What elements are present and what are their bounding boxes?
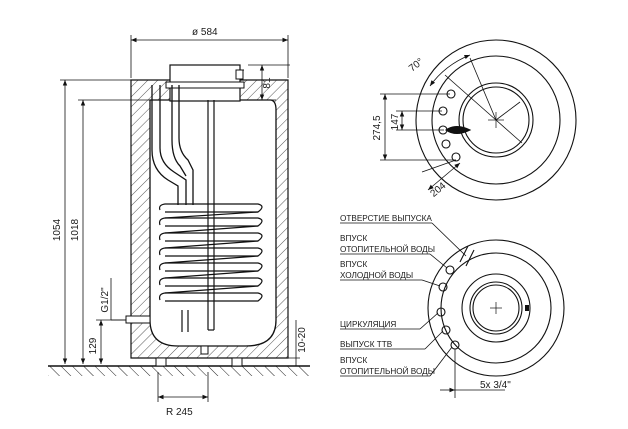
bottom-view-labels: ОТВЕРСТИЕ ВЫПУСКА ВПУСК ОТОПИТЕЛЬНОЙ ВОД…: [340, 214, 511, 391]
label-outlet: ОТВЕРСТИЕ ВЫПУСКА: [340, 214, 432, 223]
dim-spacing: 204: [428, 180, 448, 199]
label-cold-in-1: ВПУСК: [340, 260, 367, 269]
label-heating-in2-2: ОТОПИТЕЛЬНОЙ ВОДЫ: [340, 365, 435, 376]
label-hot-out: ВЫПУСК ТТВ: [340, 340, 393, 349]
ground: [48, 365, 310, 376]
dim-height-total: 1054: [52, 218, 63, 241]
dim-top-height: 81: [262, 77, 273, 89]
bottom-view-leaders: [340, 222, 505, 398]
tank-shell: [149, 99, 277, 347]
side-view: [125, 64, 289, 367]
side-dimension-labels: ø 584 1054 1018 129 G1/2" 81 10-20 R 245: [52, 27, 308, 418]
label-heating-in-2: ОТОПИТЕЛЬНОЙ ВОДЫ: [340, 243, 435, 254]
dim-feet: 10-20: [297, 327, 308, 353]
side-dimensions: [60, 35, 300, 402]
inlet-pipe-right: [171, 85, 187, 177]
dim-outer-height: 274,5: [372, 115, 383, 140]
top-view-dimensions: [380, 93, 461, 191]
foot-right: [231, 357, 243, 367]
dim-thread: G1/2": [100, 287, 111, 313]
top-view-labels: 70° 274,5 147 204: [372, 56, 449, 199]
dim-angle: 70°: [407, 56, 426, 74]
dim-bottom-fitting: 129: [88, 337, 99, 354]
label-cold-in-2: ХОЛОДНОЙ ВОДЫ: [340, 269, 413, 280]
heating-coil: [158, 203, 263, 302]
label-heating-in-1: ВПУСК: [340, 234, 367, 243]
bottom-view: [427, 239, 565, 377]
dim-height-inner: 1018: [70, 218, 81, 241]
top-view: [415, 39, 577, 201]
dim-diameter: ø 584: [192, 27, 218, 38]
label-heating-in2-1: ВПУСК: [340, 356, 367, 365]
foot-left: [155, 357, 167, 367]
inlet-pipe-left: [151, 85, 179, 205]
dim-connections: 5x 3/4": [480, 380, 511, 391]
dim-radius: R 245: [166, 407, 193, 418]
dim-inner-height: 147: [390, 113, 401, 130]
label-circulation: ЦИРКУЛЯЦИЯ: [340, 320, 396, 329]
